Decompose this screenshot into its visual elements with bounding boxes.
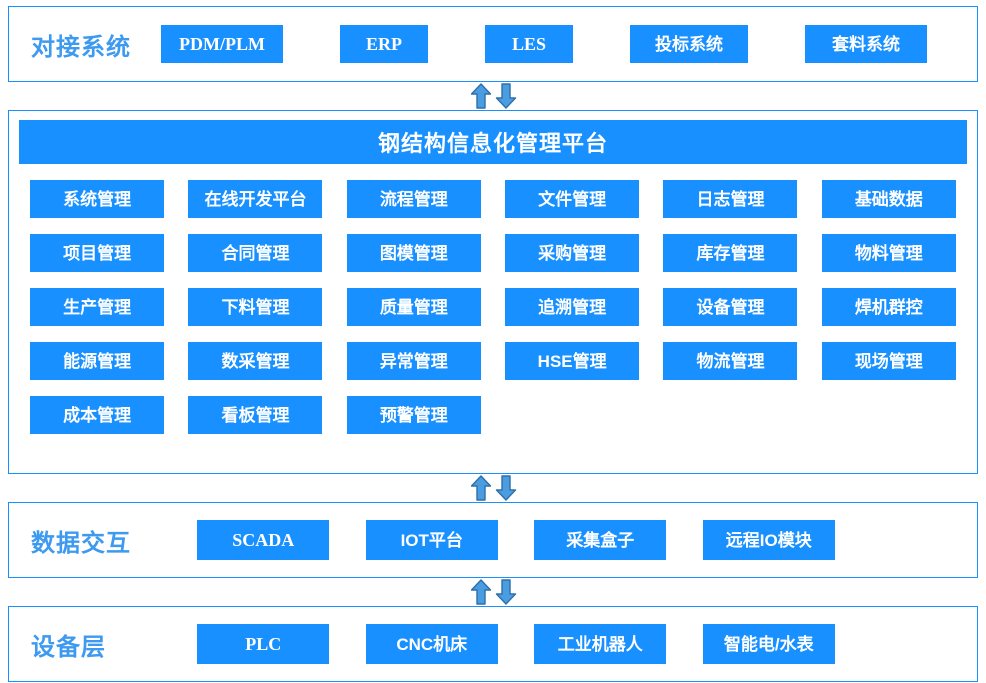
module-cell: HSE管理 <box>502 342 642 380</box>
module-chip-traceability-management[interactable]: 追溯管理 <box>505 288 640 326</box>
module-cell: 项目管理 <box>27 234 167 272</box>
system-chip-pdm-plm[interactable]: PDM/PLM <box>161 25 283 63</box>
module-cell: 能源管理 <box>27 342 167 380</box>
module-chip-site-management[interactable]: 现场管理 <box>821 342 956 380</box>
module-cell: 预警管理 <box>344 396 484 434</box>
device-layer-items: PLC CNC机床 工业机器人 智能电/水表 <box>155 624 963 664</box>
module-chip-online-dev-platform[interactable]: 在线开发平台 <box>188 180 323 218</box>
device-chip-cnc-machine[interactable]: CNC机床 <box>365 624 498 664</box>
data-chip-scada[interactable]: SCADA <box>197 520 330 560</box>
module-cell: 系统管理 <box>27 180 167 218</box>
module-chip-process-management[interactable]: 流程管理 <box>346 180 481 218</box>
device-chip-plc[interactable]: PLC <box>197 624 330 664</box>
module-cell: 日志管理 <box>660 180 800 218</box>
connector-platform-to-data <box>8 474 978 502</box>
system-chip-bidding[interactable]: 投标系统 <box>630 25 748 63</box>
platform-section: 钢结构信息化管理平台 系统管理 在线开发平台 流程管理 文件管理 日志管理 基础… <box>8 110 978 474</box>
data-chip-iot-platform[interactable]: IOT平台 <box>365 520 498 560</box>
module-cell: 物料管理 <box>819 234 959 272</box>
module-chip-production-management[interactable]: 生产管理 <box>30 288 165 326</box>
data-exchange-items: SCADA IOT平台 采集盒子 远程IO模块 <box>155 520 963 560</box>
module-chip-cost-management[interactable]: 成本管理 <box>30 396 165 434</box>
module-chip-exception-management[interactable]: 异常管理 <box>346 342 481 380</box>
connector-data-to-device <box>8 578 978 606</box>
module-chip-contract-management[interactable]: 合同管理 <box>188 234 323 272</box>
module-chip-system-management[interactable]: 系统管理 <box>30 180 165 218</box>
platform-title: 钢结构信息化管理平台 <box>19 120 967 164</box>
module-cell: 成本管理 <box>27 396 167 434</box>
module-cell: 数采管理 <box>185 342 325 380</box>
device-layer-section: 设备层 PLC CNC机床 工业机器人 智能电/水表 <box>8 606 978 682</box>
module-cell: 采购管理 <box>502 234 642 272</box>
device-chip-smart-meter[interactable]: 智能电/水表 <box>702 624 835 664</box>
module-cell: 合同管理 <box>185 234 325 272</box>
module-chip-energy-management[interactable]: 能源管理 <box>30 342 165 380</box>
module-cell: 现场管理 <box>819 342 959 380</box>
module-cell: 库存管理 <box>660 234 800 272</box>
module-cell: 基础数据 <box>819 180 959 218</box>
module-chip-log-management[interactable]: 日志管理 <box>663 180 798 218</box>
module-chip-cutting-management[interactable]: 下料管理 <box>188 288 323 326</box>
system-chip-nesting[interactable]: 套料系统 <box>805 25 927 63</box>
interface-layer-section: 对接系统 PDM/PLM ERP LES 投标系统 套料系统 <box>8 6 978 82</box>
module-cell: 下料管理 <box>185 288 325 326</box>
module-chip-welder-group-control[interactable]: 焊机群控 <box>821 288 956 326</box>
module-cell: 异常管理 <box>344 342 484 380</box>
module-chip-data-acquisition-management[interactable]: 数采管理 <box>188 342 323 380</box>
module-cell: 图模管理 <box>344 234 484 272</box>
device-layer-label: 设备层 <box>31 634 106 661</box>
device-chip-industrial-robot[interactable]: 工业机器人 <box>534 624 667 664</box>
arrow-down-icon <box>495 579 516 605</box>
platform-module-grid: 系统管理 在线开发平台 流程管理 文件管理 日志管理 基础数据 项目管理 合同管… <box>19 180 967 434</box>
arrow-down-icon <box>495 475 516 501</box>
module-cell: 看板管理 <box>185 396 325 434</box>
module-chip-quality-management[interactable]: 质量管理 <box>346 288 481 326</box>
data-exchange-label: 数据交互 <box>31 530 131 557</box>
data-chip-remote-io-module[interactable]: 远程IO模块 <box>702 520 835 560</box>
module-chip-hse-management[interactable]: HSE管理 <box>505 342 640 380</box>
module-cell: 在线开发平台 <box>185 180 325 218</box>
module-cell: 文件管理 <box>502 180 642 218</box>
arrow-up-icon <box>470 579 491 605</box>
module-cell: 设备管理 <box>660 288 800 326</box>
module-chip-project-management[interactable]: 项目管理 <box>30 234 165 272</box>
module-cell: 流程管理 <box>344 180 484 218</box>
connector-interface-to-platform <box>8 82 978 110</box>
module-chip-equipment-management[interactable]: 设备管理 <box>663 288 798 326</box>
module-chip-kanban-management[interactable]: 看板管理 <box>188 396 323 434</box>
system-chip-erp[interactable]: ERP <box>340 25 428 63</box>
module-cell: 追溯管理 <box>502 288 642 326</box>
module-cell-empty <box>660 396 800 434</box>
module-chip-early-warning-management[interactable]: 预警管理 <box>346 396 481 434</box>
module-chip-material-management[interactable]: 物料管理 <box>821 234 956 272</box>
module-cell-empty <box>819 396 959 434</box>
module-chip-inventory-management[interactable]: 库存管理 <box>663 234 798 272</box>
data-exchange-section: 数据交互 SCADA IOT平台 采集盒子 远程IO模块 <box>8 502 978 578</box>
module-cell: 质量管理 <box>344 288 484 326</box>
module-chip-basic-data[interactable]: 基础数据 <box>821 180 956 218</box>
interface-layer-label: 对接系统 <box>31 34 131 61</box>
data-chip-collection-box[interactable]: 采集盒子 <box>534 520 667 560</box>
interface-layer-items: PDM/PLM ERP LES 投标系统 套料系统 <box>155 25 963 63</box>
module-chip-drawing-model-management[interactable]: 图模管理 <box>346 234 481 272</box>
module-cell-empty <box>502 396 642 434</box>
module-chip-purchase-management[interactable]: 采购管理 <box>505 234 640 272</box>
module-cell: 生产管理 <box>27 288 167 326</box>
arrow-up-icon <box>470 475 491 501</box>
arrow-up-icon <box>470 83 491 109</box>
arrow-down-icon <box>495 83 516 109</box>
module-chip-file-management[interactable]: 文件管理 <box>505 180 640 218</box>
module-chip-logistics-management[interactable]: 物流管理 <box>663 342 798 380</box>
module-cell: 物流管理 <box>660 342 800 380</box>
module-cell: 焊机群控 <box>819 288 959 326</box>
system-chip-les[interactable]: LES <box>485 25 573 63</box>
